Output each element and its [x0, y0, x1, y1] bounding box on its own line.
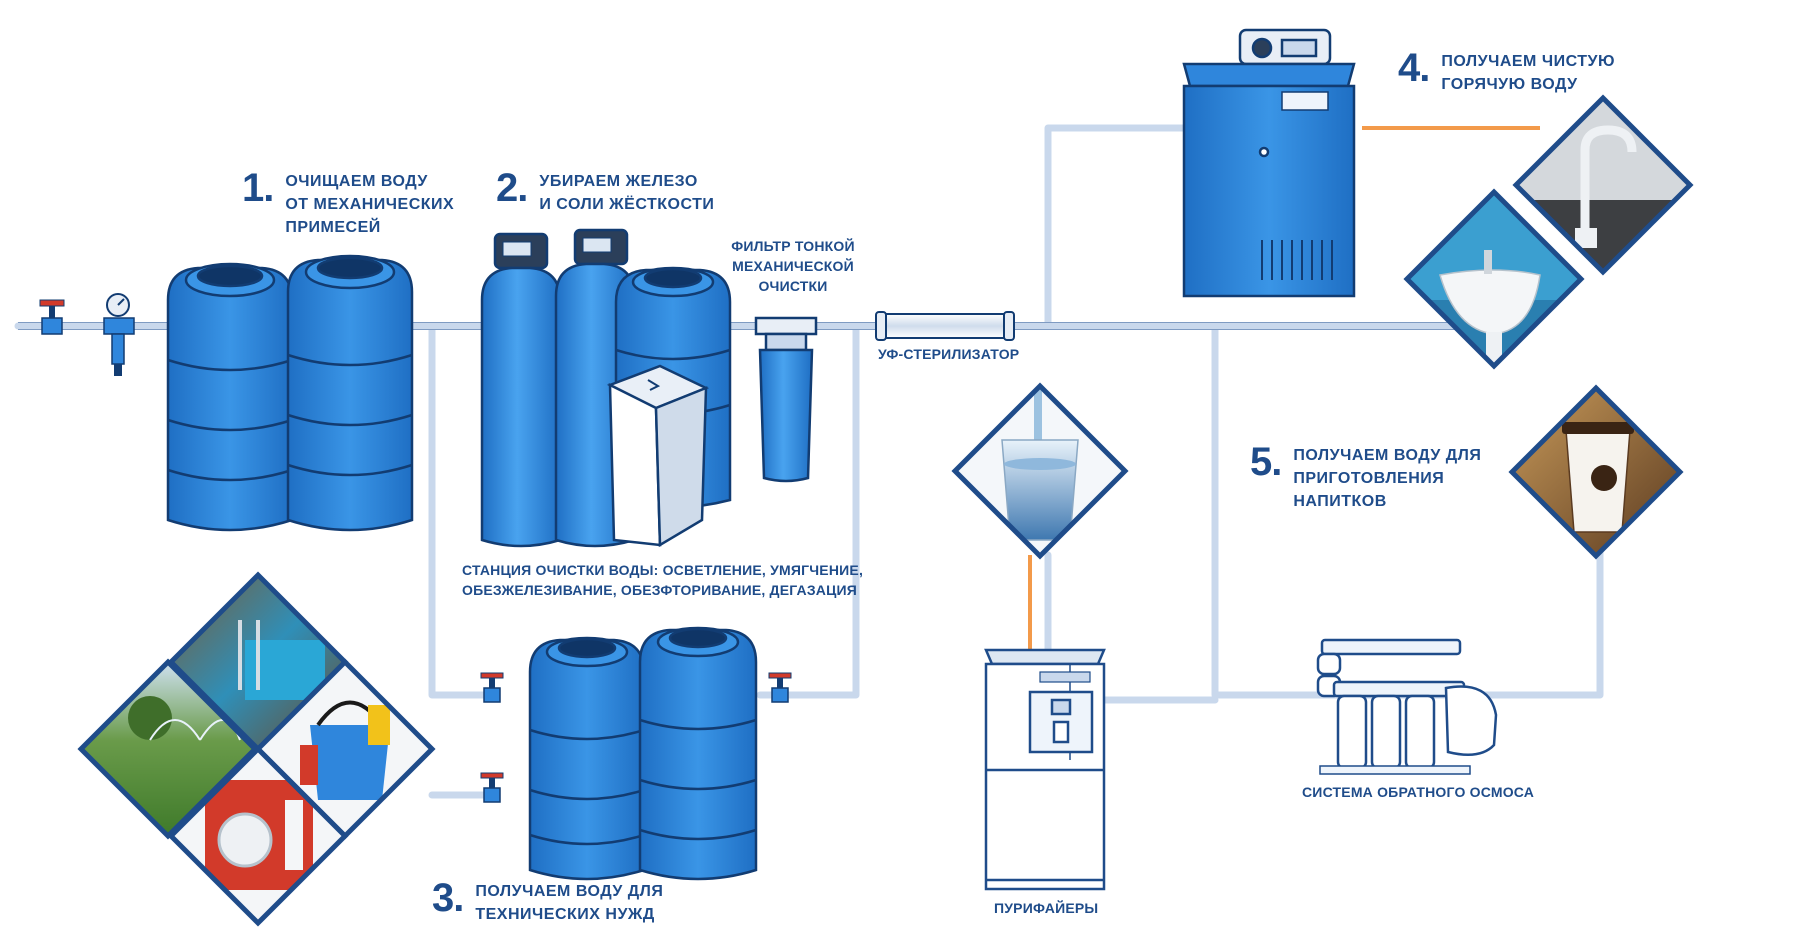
reverse-osmosis-icon [1316, 638, 1498, 775]
valve-icon [480, 772, 504, 803]
brine-tank-icon [606, 364, 710, 548]
boiler-icon [1182, 28, 1356, 298]
step-number: 3. [432, 876, 464, 920]
step-number: 1. [242, 166, 274, 210]
storage-tank-icon [528, 636, 646, 881]
station-caption: СТАНЦИЯ ОЧИСТКИ ВОДЫ: ОСВЕТЛЕНИЕ, УМЯГЧЕ… [462, 562, 864, 598]
valve-icon [768, 672, 792, 703]
valve-icon [480, 672, 504, 703]
storage-tank-icon [638, 626, 758, 881]
step-number: 5. [1250, 440, 1282, 484]
fine-filter-caption: ФИЛЬТР ТОНКОЙ МЕХАНИЧЕСКОЙ ОЧИСТКИ [731, 238, 855, 294]
softener-column-icon [480, 232, 562, 548]
step-5-label: 5. ПОЛУЧАЕМ ВОДУ ДЛЯ ПРИГОТОВЛЕНИЯ НАПИТ… [1250, 442, 1481, 513]
valve-icon [39, 299, 65, 335]
uv-sterilizer-caption: УФ-СТЕРИЛИЗАТОР [878, 346, 1020, 362]
cartridge-filter-icon [754, 316, 818, 483]
water-cooler-icon [984, 648, 1106, 891]
storage-tank-icon [286, 254, 414, 532]
step-text: ПОЛУЧАЕМ ВОДУ ДЛЯ ПРИГОТОВЛЕНИЯ НАПИТКОВ [1293, 447, 1482, 510]
purifiers-caption: ПУРИФАЙЕРЫ [994, 900, 1099, 916]
step-2-label: 2. УБИРАЕМ ЖЕЛЕЗО И СОЛИ ЖЁСТКОСТИ [496, 168, 714, 216]
pressure-regulator-icon [103, 293, 135, 376]
step-1-label: 1. ОЧИЩАЕМ ВОДУ ОТ МЕХАНИЧЕСКИХ ПРИМЕСЕЙ [242, 168, 454, 239]
hot-water-pipes [1028, 126, 1540, 650]
step-text: ПОЛУЧАЕМ ЧИСТУЮ ГОРЯЧУЮ ВОДУ [1441, 53, 1615, 93]
step-number: 4. [1398, 46, 1430, 90]
step-3-label: 3. ПОЛУЧАЕМ ВОДУ ДЛЯ ТЕХНИЧЕСКИХ НУЖД [432, 878, 663, 926]
reverse-osmosis-caption: СИСТЕМА ОБРАТНОГО ОСМОСА [1302, 784, 1535, 800]
coffee-cup-photo-icon [1508, 384, 1684, 560]
step-4-label: 4. ПОЛУЧАЕМ ЧИСТУЮ ГОРЯЧУЮ ВОДУ [1398, 48, 1615, 96]
step-text: ОЧИЩАЕМ ВОДУ ОТ МЕХАНИЧЕСКИХ ПРИМЕСЕЙ [285, 173, 455, 236]
storage-tank-icon [166, 262, 294, 532]
uv-lamp-icon [875, 311, 1015, 341]
step-text: ПОЛУЧАЕМ ВОДУ ДЛЯ ТЕХНИЧЕСКИХ НУЖД [475, 883, 664, 923]
step-text: УБИРАЕМ ЖЕЛЕЗО И СОЛИ ЖЁСТКОСТИ [539, 173, 715, 213]
glass-photo-icon [951, 382, 1129, 560]
step-number: 2. [496, 166, 528, 210]
